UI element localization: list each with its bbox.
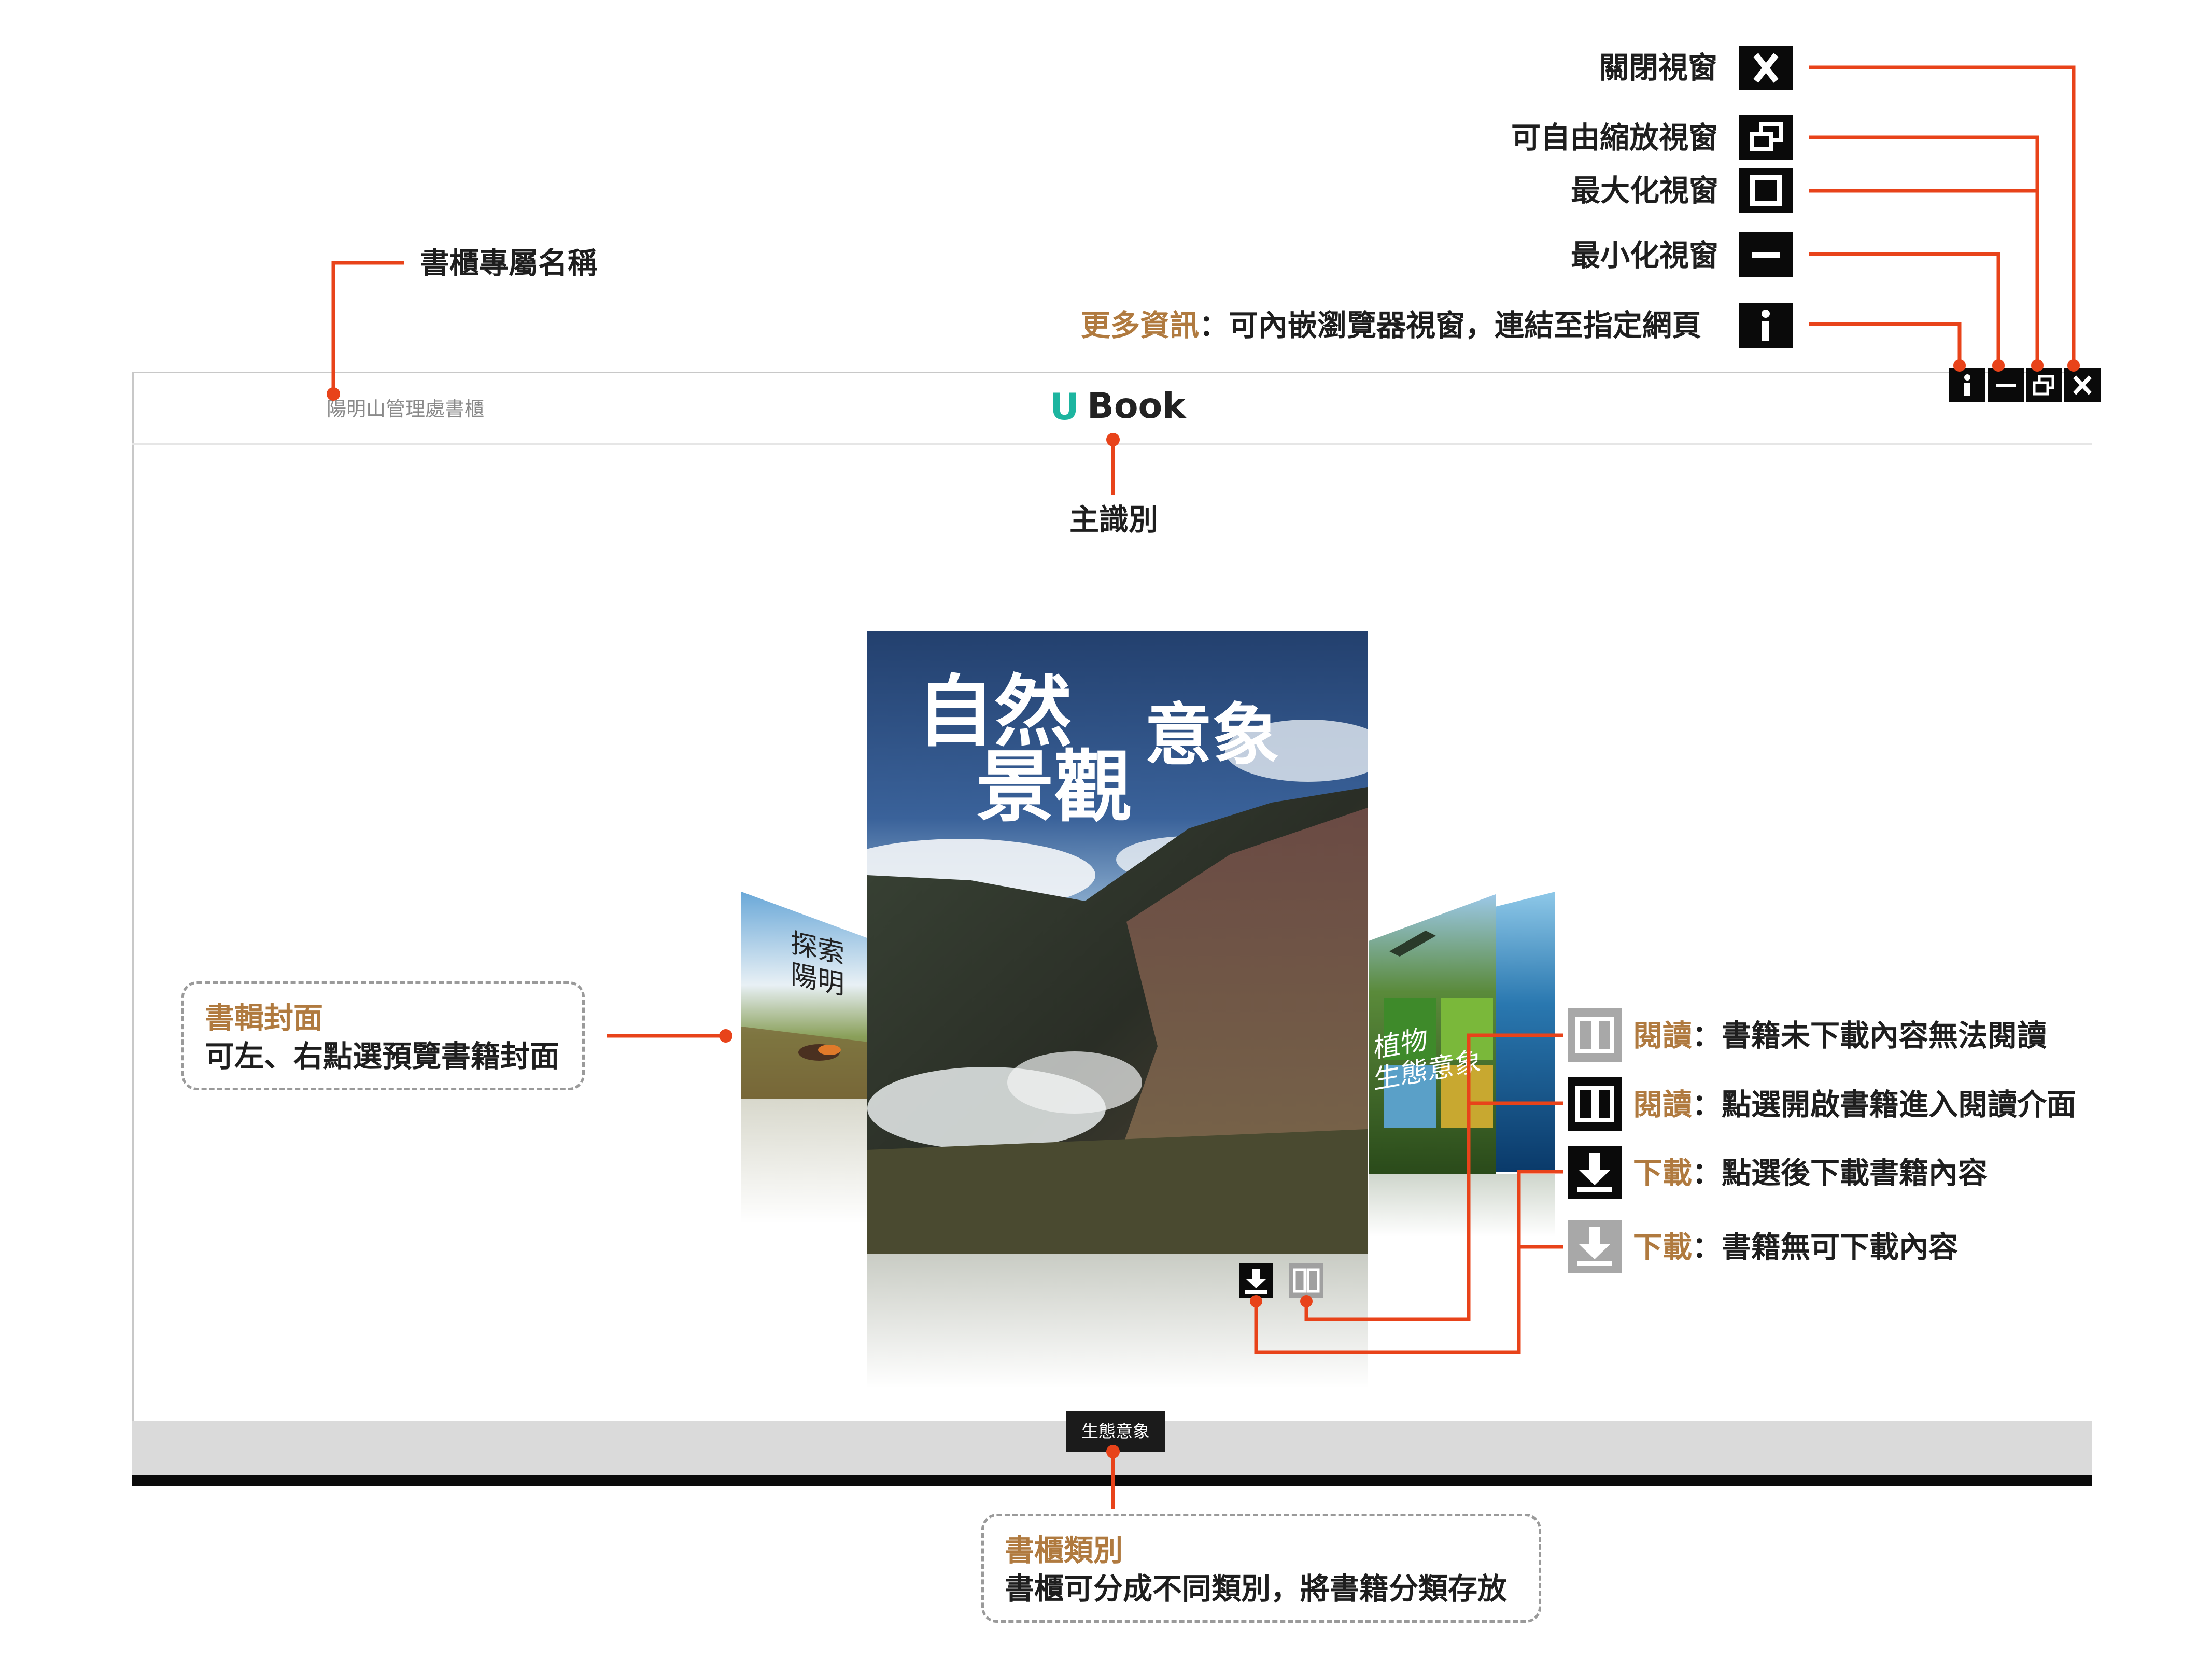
annotation-logo: 主識別 (1069, 503, 1158, 537)
close-icon (2073, 375, 2092, 395)
book-cover-right-far[interactable] (1493, 892, 1555, 1172)
legend-read-disabled (1568, 1008, 1622, 1062)
restore-icon (1750, 122, 1783, 151)
book-open-icon (1568, 1008, 1622, 1062)
legend-download-enabled (1568, 1146, 1622, 1199)
annotation-download-disabled: 下載：書籍無可下載內容 (1633, 1233, 1958, 1262)
annotation-read-disabled-accent: 閱讀 (1633, 1019, 1692, 1053)
restore-button[interactable] (2026, 368, 2062, 402)
right-cover-reflection (1369, 1174, 1555, 1236)
book-cover-left[interactable]: 探索 陽明 (741, 892, 868, 1099)
read-button-disabled[interactable] (1289, 1263, 1323, 1298)
annotation-read-enabled-text: ：點選開啟書籍進入閱讀介面 (1692, 1088, 2076, 1122)
download-button[interactable] (1239, 1263, 1273, 1298)
book-cover-right[interactable]: 植物 生態意象 (1369, 894, 1496, 1174)
annotation-read-disabled: 閱讀：書籍未下載內容無法閱讀 (1633, 1021, 2047, 1051)
annotation-minimize: 最小化視窗 (1571, 238, 1718, 273)
bookshelf-name: 陽明山管理處書櫃 (327, 398, 485, 420)
annotation-close: 關閉視窗 (1599, 51, 1717, 85)
category-tab[interactable]: 生態意象 (1066, 1411, 1165, 1452)
legend-minimize (1739, 232, 1793, 277)
annotation-more-info: 更多資訊：可內嵌瀏覽器視窗，連結至指定網頁 (1081, 311, 1701, 341)
info-icon (1762, 310, 1770, 341)
annotation-read-enabled: 閱讀：點選開啟書籍進入閱讀介面 (1633, 1090, 2076, 1120)
annotation-download-disabled-accent: 下載 (1633, 1230, 1692, 1264)
book-open-icon (1289, 1263, 1323, 1298)
book-open-icon (1568, 1077, 1622, 1131)
left-cover-reflection (741, 1099, 868, 1224)
annotation-restore: 可自由縮放視窗 (1511, 121, 1718, 155)
callout-book-cover-title: 書輯封面 (205, 1001, 323, 1035)
annotation-download-enabled-accent: 下載 (1633, 1156, 1692, 1190)
download-icon (1239, 1263, 1273, 1298)
annotation-more-info-text: ：可內嵌瀏覽器視窗，連結至指定網頁 (1199, 308, 1701, 343)
annotation-read-disabled-text: ：書籍未下載內容無法閱讀 (1692, 1019, 2047, 1053)
restore-icon (2033, 375, 2054, 396)
legend-download-disabled (1568, 1220, 1622, 1273)
legend-info (1739, 303, 1793, 348)
main-cover-title-line2: 景觀 (976, 741, 1132, 833)
callout-category-title: 書櫃類別 (1005, 1534, 1123, 1568)
annotation-download-enabled: 下載：點選後下載書籍內容 (1633, 1159, 1988, 1188)
minimize-icon (1752, 252, 1780, 258)
close-button[interactable] (2064, 368, 2101, 402)
legend-close (1739, 46, 1793, 90)
annotation-download-enabled-text: ：點選後下載書籍內容 (1692, 1156, 1988, 1190)
callout-category: 書櫃類別 書櫃可分成不同類別，將書籍分類存放 (981, 1514, 1541, 1623)
download-icon (1568, 1220, 1622, 1273)
category-bar-baseline (132, 1475, 2092, 1486)
annotation-maximize: 最大化視窗 (1571, 174, 1718, 208)
legend-restore (1739, 115, 1793, 160)
header-divider (132, 443, 2092, 445)
legend-maximize (1739, 168, 1793, 213)
callout-book-cover-desc: 可左、右點選預覽書籍封面 (205, 1039, 559, 1074)
callout-category-desc: 書櫃可分成不同類別，將書籍分類存放 (1005, 1572, 1507, 1606)
annotation-read-enabled-accent: 閱讀 (1633, 1088, 1692, 1122)
download-icon (1568, 1146, 1622, 1199)
logo-wordmark: Book (1087, 386, 1186, 427)
close-icon (1753, 53, 1779, 83)
annotation-download-disabled-text: ：書籍無可下載內容 (1692, 1230, 1958, 1264)
info-icon (1964, 374, 1970, 396)
left-cover-title: 探索 陽明 (791, 927, 844, 1001)
annotation-more-info-accent: 更多資訊 (1081, 308, 1199, 343)
info-button[interactable] (1949, 368, 1985, 402)
book-cover-main[interactable]: 自然 景觀 意象 (867, 631, 1368, 1254)
legend-read-enabled (1568, 1077, 1622, 1131)
logo-u-mark: U (1050, 386, 1079, 428)
main-cover-title-line3: 意象 (1145, 695, 1280, 775)
minimize-icon (1996, 384, 2016, 387)
main-cover-title-line1: 自然 (917, 666, 1073, 757)
maximize-icon (1750, 175, 1782, 206)
callout-book-cover: 書輯封面 可左、右點選預覽書籍封面 (181, 981, 585, 1090)
annotation-shelf-name: 書櫃專屬名稱 (420, 246, 597, 280)
minimize-button[interactable] (1988, 368, 2024, 402)
